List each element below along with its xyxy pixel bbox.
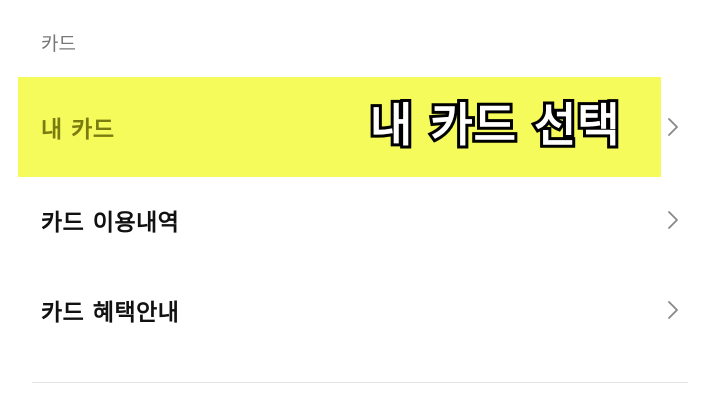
highlight-box [18, 77, 661, 177]
menu-item-my-card[interactable]: 내 카드 [0, 81, 720, 173]
menu-item-card-benefits[interactable]: 카드 혜택안내 [0, 264, 720, 356]
annotation-label: 내 카드 선택 [367, 95, 623, 155]
menu-item-label: 카드 혜택안내 [41, 300, 180, 326]
menu-item-card-usage[interactable]: 카드 이용내역 [0, 174, 720, 266]
chevron-right-icon [668, 118, 678, 136]
chevron-right-icon [668, 301, 678, 319]
divider [32, 382, 688, 383]
menu-item-label: 내 카드 [41, 117, 115, 143]
chevron-right-icon [668, 211, 678, 229]
menu-item-label: 카드 이용내역 [41, 210, 180, 236]
section-title: 카드 [41, 33, 76, 55]
